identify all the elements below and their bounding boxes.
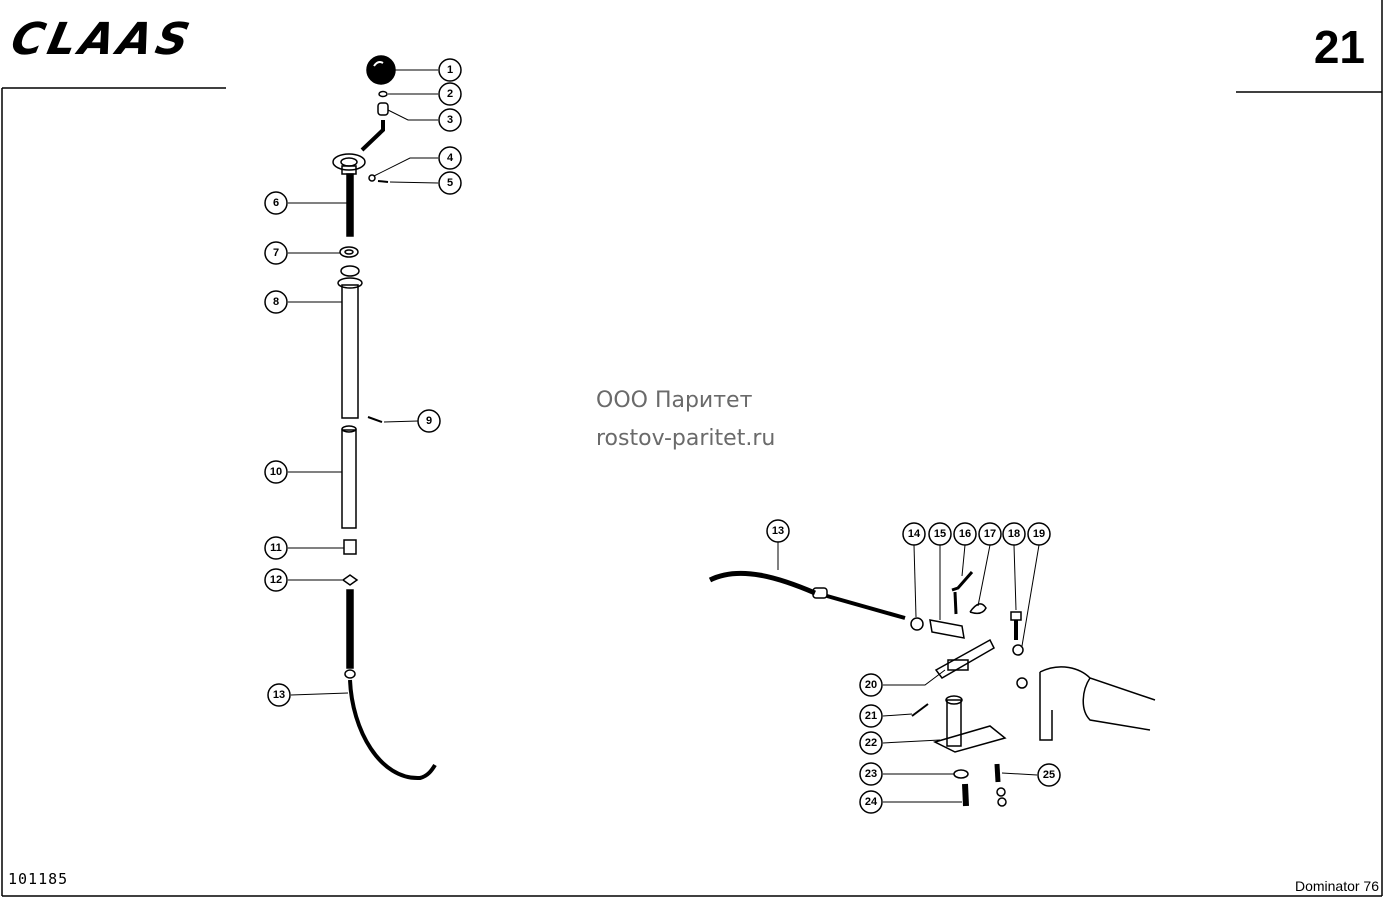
upper-tube: [341, 284, 359, 419]
callout-24: 24: [865, 796, 878, 808]
watermark-url: rostov-paritet.ru: [596, 426, 776, 451]
bolt-24: [962, 783, 969, 807]
model-name: Dominator 76: [1294, 878, 1379, 894]
bushing-part: [377, 102, 389, 116]
callout-7: 7: [273, 247, 279, 259]
bracket-22: [932, 725, 1007, 753]
callout-16: 16: [959, 528, 971, 540]
ring-part: [378, 90, 388, 98]
callout-13-left: 13: [273, 689, 285, 701]
callout-17: 17: [984, 528, 996, 540]
lever-eye: [332, 153, 366, 171]
callout-13-right: 13: [772, 525, 784, 537]
lower-tube: [341, 429, 357, 529]
plate-20: [934, 638, 995, 679]
screw-25: [994, 763, 1001, 783]
linkage-assembly: [708, 570, 1156, 807]
callout-labels: 1 2 3 4 5 6 7 8 9 10 11 12 13 13 14 15 1…: [270, 64, 1055, 808]
spring-pin: [367, 416, 383, 423]
clevis-15: [929, 619, 965, 639]
leader-lines: [288, 69, 1040, 803]
callout-14: 14: [908, 528, 921, 540]
callout-25: 25: [1043, 769, 1055, 781]
nut-14: [910, 617, 924, 631]
cable-end: [348, 679, 437, 781]
pin-16: [951, 571, 974, 592]
nut-19: [1012, 644, 1024, 656]
callout-22: 22: [865, 737, 877, 749]
callout-20: 20: [865, 679, 877, 691]
cotter-21: [911, 703, 929, 717]
threaded-rod: [346, 173, 354, 237]
callout-21: 21: [865, 710, 877, 722]
callout-18: 18: [1008, 528, 1020, 540]
clip-17: [969, 603, 987, 615]
callout-6: 6: [273, 197, 279, 209]
callout-circles: [264, 58, 1061, 814]
callout-15: 15: [934, 528, 946, 540]
frame-tube: [1039, 666, 1156, 741]
page-number: 21: [1313, 21, 1365, 73]
bolt-18: [1010, 611, 1022, 621]
watermark-company: ООО Паритет: [596, 388, 753, 413]
washer-7: [339, 246, 359, 258]
callout-4: 4: [447, 152, 454, 164]
washer-4: [368, 174, 376, 182]
callout-8: 8: [273, 296, 279, 308]
callout-5: 5: [447, 177, 453, 189]
diamond-nut: [341, 574, 359, 586]
document-code: 101185: [8, 870, 69, 888]
lever-assembly: [332, 55, 437, 781]
callout-23: 23: [865, 768, 877, 780]
cable-sheath: [708, 570, 816, 596]
callout-1: 1: [447, 64, 453, 76]
callout-12: 12: [270, 574, 282, 586]
watermark: ООО Паритет rostov-paritet.ru: [596, 382, 775, 458]
lever-arm: [360, 120, 385, 152]
callout-11: 11: [270, 542, 282, 554]
block-part: [343, 539, 357, 555]
washer-23: [953, 769, 969, 779]
callout-19: 19: [1033, 528, 1045, 540]
screw-5: [377, 180, 389, 183]
callout-10: 10: [270, 466, 282, 478]
callout-3: 3: [447, 114, 453, 126]
callout-9: 9: [426, 415, 432, 427]
knob-part: [366, 55, 396, 85]
callout-2: 2: [447, 88, 453, 100]
